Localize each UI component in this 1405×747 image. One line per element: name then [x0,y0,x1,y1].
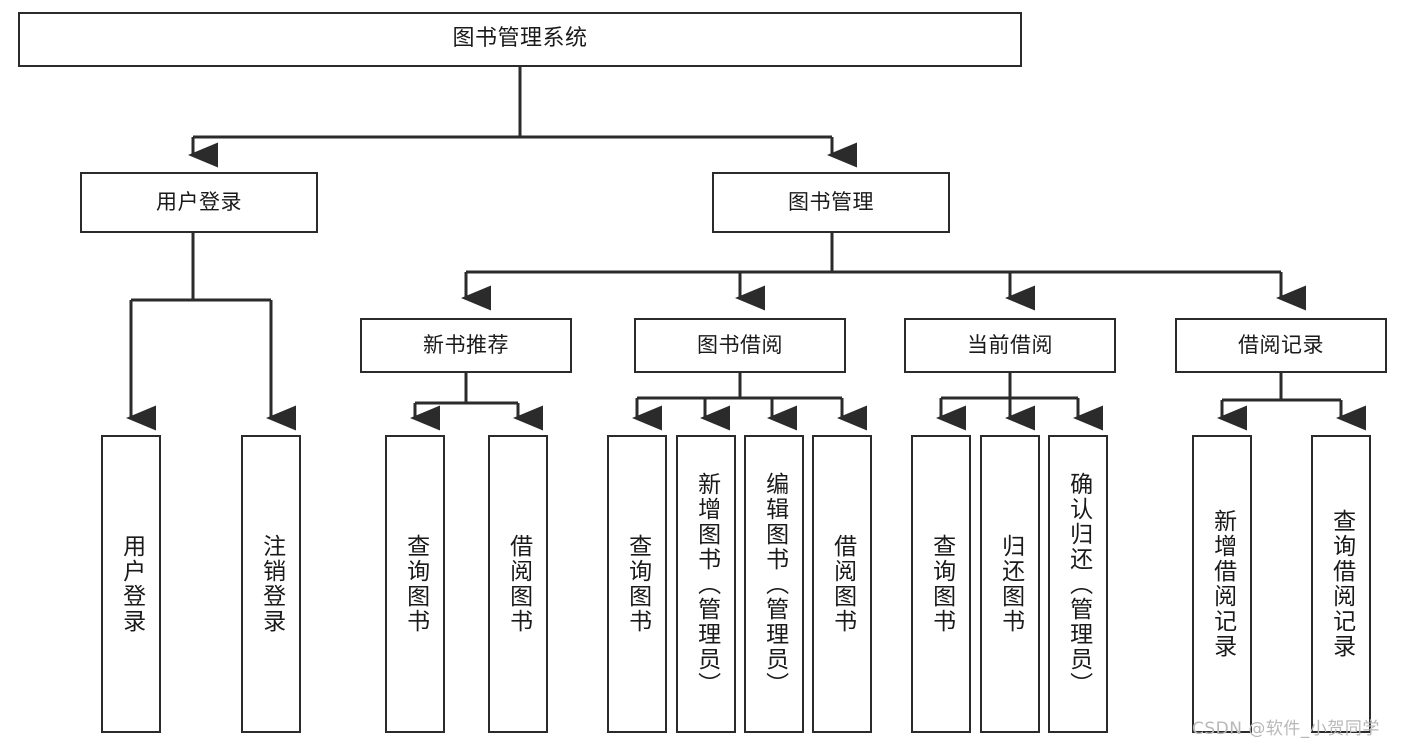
node-label: 图书借阅 [697,332,783,357]
leaf-user-login-login[interactable]: 用户登录 [101,435,161,733]
leaf-book-borrow-add-book-admin[interactable]: 新增图书（管理员） [676,435,736,733]
node-label: 确认归还（管理员） [1065,471,1092,697]
node-label: 用户登录 [118,534,145,634]
leaf-current-borrow-return-book[interactable]: 归还图书 [980,435,1040,733]
node-label: 图书管理系统 [452,26,588,52]
node-current-borrow[interactable]: 当前借阅 [904,318,1116,373]
leaf-borrow-record-add-record[interactable]: 新增借阅记录 [1192,435,1252,733]
node-book-borrow[interactable]: 图书借阅 [634,318,846,373]
leaf-user-login-logout[interactable]: 注销登录 [241,435,301,733]
leaf-borrow-record-query-record[interactable]: 查询借阅记录 [1311,435,1371,733]
node-label: 图书管理 [788,189,874,214]
node-book-management[interactable]: 图书管理 [712,172,950,233]
leaf-current-borrow-confirm-return-admin[interactable]: 确认归还（管理员） [1048,435,1108,733]
node-label: 新书推荐 [423,332,509,357]
node-user-login[interactable]: 用户登录 [80,172,318,233]
leaf-book-borrow-edit-book-admin[interactable]: 编辑图书（管理员） [744,435,804,733]
node-label: 借阅图书 [505,534,532,634]
node-label: 新增借阅记录 [1209,509,1236,659]
node-label: 编辑图书（管理员） [761,471,788,697]
node-label: 借阅图书 [829,534,856,634]
watermark-csdn: CSDN @软件_小贺同学 [1192,719,1380,739]
leaf-current-borrow-query-book[interactable]: 查询图书 [911,435,971,733]
node-borrow-record[interactable]: 借阅记录 [1175,318,1387,373]
node-label: 查询图书 [402,534,429,634]
node-label: 借阅记录 [1238,332,1324,357]
node-label: 归还图书 [997,534,1024,634]
node-label: 注销登录 [258,534,285,634]
leaf-new-book-borrow-book[interactable]: 借阅图书 [488,435,548,733]
leaf-book-borrow-query-book[interactable]: 查询图书 [607,435,667,733]
node-label: 查询图书 [928,534,955,634]
leaf-book-borrow-borrow-book[interactable]: 借阅图书 [812,435,872,733]
node-label: 当前借阅 [967,332,1053,357]
node-new-book-recommend[interactable]: 新书推荐 [360,318,572,373]
node-label: 用户登录 [156,189,242,214]
node-label: 查询图书 [624,534,651,634]
node-label: 新增图书（管理员） [693,471,720,697]
leaf-new-book-query-book[interactable]: 查询图书 [385,435,445,733]
node-label: 查询借阅记录 [1328,509,1355,659]
node-root-book-management-system[interactable]: 图书管理系统 [18,12,1022,67]
